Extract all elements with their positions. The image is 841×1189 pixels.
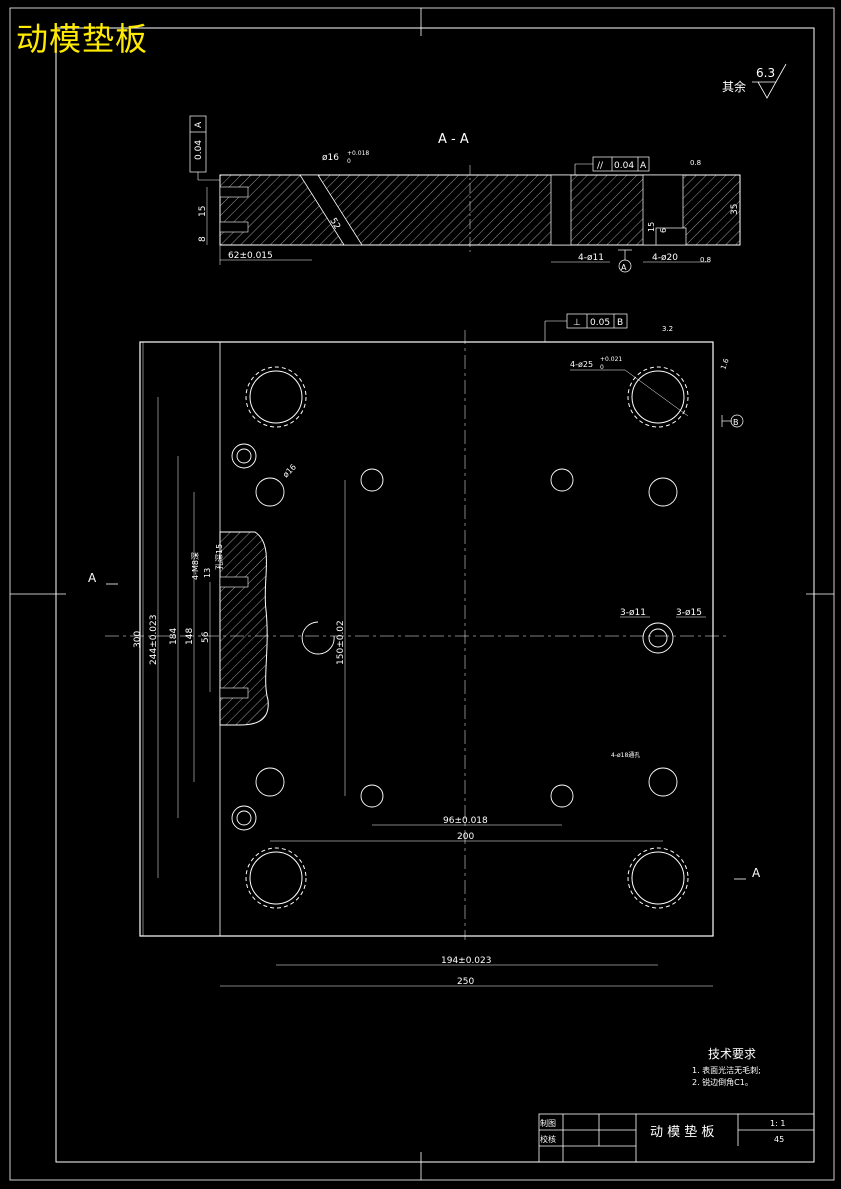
material-value: 45 <box>774 1135 784 1144</box>
dim-244: 244±0.023 <box>149 615 159 665</box>
small-holes <box>231 443 678 831</box>
hole-25-label: 4-ø25 <box>570 360 593 369</box>
dim-62: 62±0.015 <box>228 251 273 261</box>
perp-value: 0.05 <box>590 318 610 328</box>
dim-15: 15 <box>198 206 208 217</box>
rough-08b: 0.8 <box>700 256 711 264</box>
dim-15b: 15 <box>647 222 656 232</box>
section-mark-left: A <box>88 571 97 585</box>
tech-requirements: 技术要求 1. 表面光洁无毛刺; 2. 锐边倒角C1。 <box>692 1047 761 1087</box>
title-block <box>538 1113 815 1163</box>
dim-8: 8 <box>198 236 208 242</box>
dim-194: 194±0.023 <box>441 956 491 966</box>
dim-56: 56 <box>201 631 211 643</box>
hole-25-tol: +0.021 <box>600 356 622 363</box>
dim-13: 13 <box>203 568 212 578</box>
dim-6: 6 <box>659 228 668 233</box>
section-view: A - A 0.04 A 15 8 62±0.015 ø16 +0.018 0 … <box>189 115 741 273</box>
parallel-datum: A <box>640 161 647 171</box>
guide-holes <box>245 366 689 909</box>
parallel-value: 0.04 <box>614 161 634 171</box>
dim-300: 300 <box>133 631 143 648</box>
hole-25-tol2: 0 <box>600 364 604 371</box>
perp-symbol: ⊥ <box>573 318 581 328</box>
dim-184: 184 <box>169 628 179 645</box>
bore-label: ø16 <box>322 153 339 163</box>
tap-label: 4-M8深 <box>191 552 200 580</box>
page-title: 动模垫板 <box>16 20 149 58</box>
dim-250: 250 <box>457 977 474 987</box>
roughness-label: 其余 <box>722 79 746 94</box>
rough-08: 0.8 <box>690 159 701 167</box>
hole3-15: 3-ø15 <box>676 608 702 618</box>
bore-tol: +0.018 <box>347 150 369 157</box>
dim-96: 96±0.018 <box>443 816 488 826</box>
tech-item-2: 2. 锐边倒角C1。 <box>692 1077 753 1087</box>
checked-label: 校核 <box>540 1134 556 1144</box>
phi16-label: ø16 <box>281 462 298 479</box>
circle-datum-a: A <box>621 263 627 272</box>
scale-value: 1: 1 <box>770 1119 785 1128</box>
hole-20: 4-ø20 <box>652 253 678 263</box>
sheet-border <box>9 7 835 1181</box>
dim-150: 150±0.02 <box>336 620 346 665</box>
roughness-note: 其余 6.3 <box>722 63 787 99</box>
tech-item-1: 1. 表面光洁无毛刺; <box>692 1065 761 1075</box>
hole3-11: 3-ø11 <box>620 608 646 618</box>
flatness-datum: A <box>194 121 204 128</box>
parallel-symbol: // <box>597 161 604 171</box>
dim-148: 148 <box>185 628 195 645</box>
part-name: 动 模 垫 板 <box>650 1124 714 1140</box>
section-mark-right: A <box>752 866 761 880</box>
tap-depth: 孔深15 <box>215 544 224 570</box>
dim-200: 200 <box>457 832 474 842</box>
bore-tol2: 0 <box>347 158 351 165</box>
perp-datum: B <box>617 318 623 328</box>
roughness-value: 6.3 <box>756 66 775 80</box>
tech-title: 技术要求 <box>708 1047 756 1061</box>
plan-datum-b: B <box>733 418 739 427</box>
hole4-m: 4-ø18通孔 <box>611 751 640 759</box>
rough-32: 3.2 <box>662 325 673 333</box>
drawn-label: 制图 <box>540 1118 556 1128</box>
section-title: A - A <box>438 132 469 147</box>
flatness-value: 0.04 <box>194 140 204 160</box>
hole-11: 4-ø11 <box>578 253 604 263</box>
rough-16: 1.6 <box>719 357 731 371</box>
dim-52: 52 <box>327 217 341 232</box>
dim-35: 35 <box>730 204 740 215</box>
plan-view: ⊥ 0.05 B 3.2 1.6 4-ø25 +0.021 0 B ø16 4-… <box>88 313 761 987</box>
